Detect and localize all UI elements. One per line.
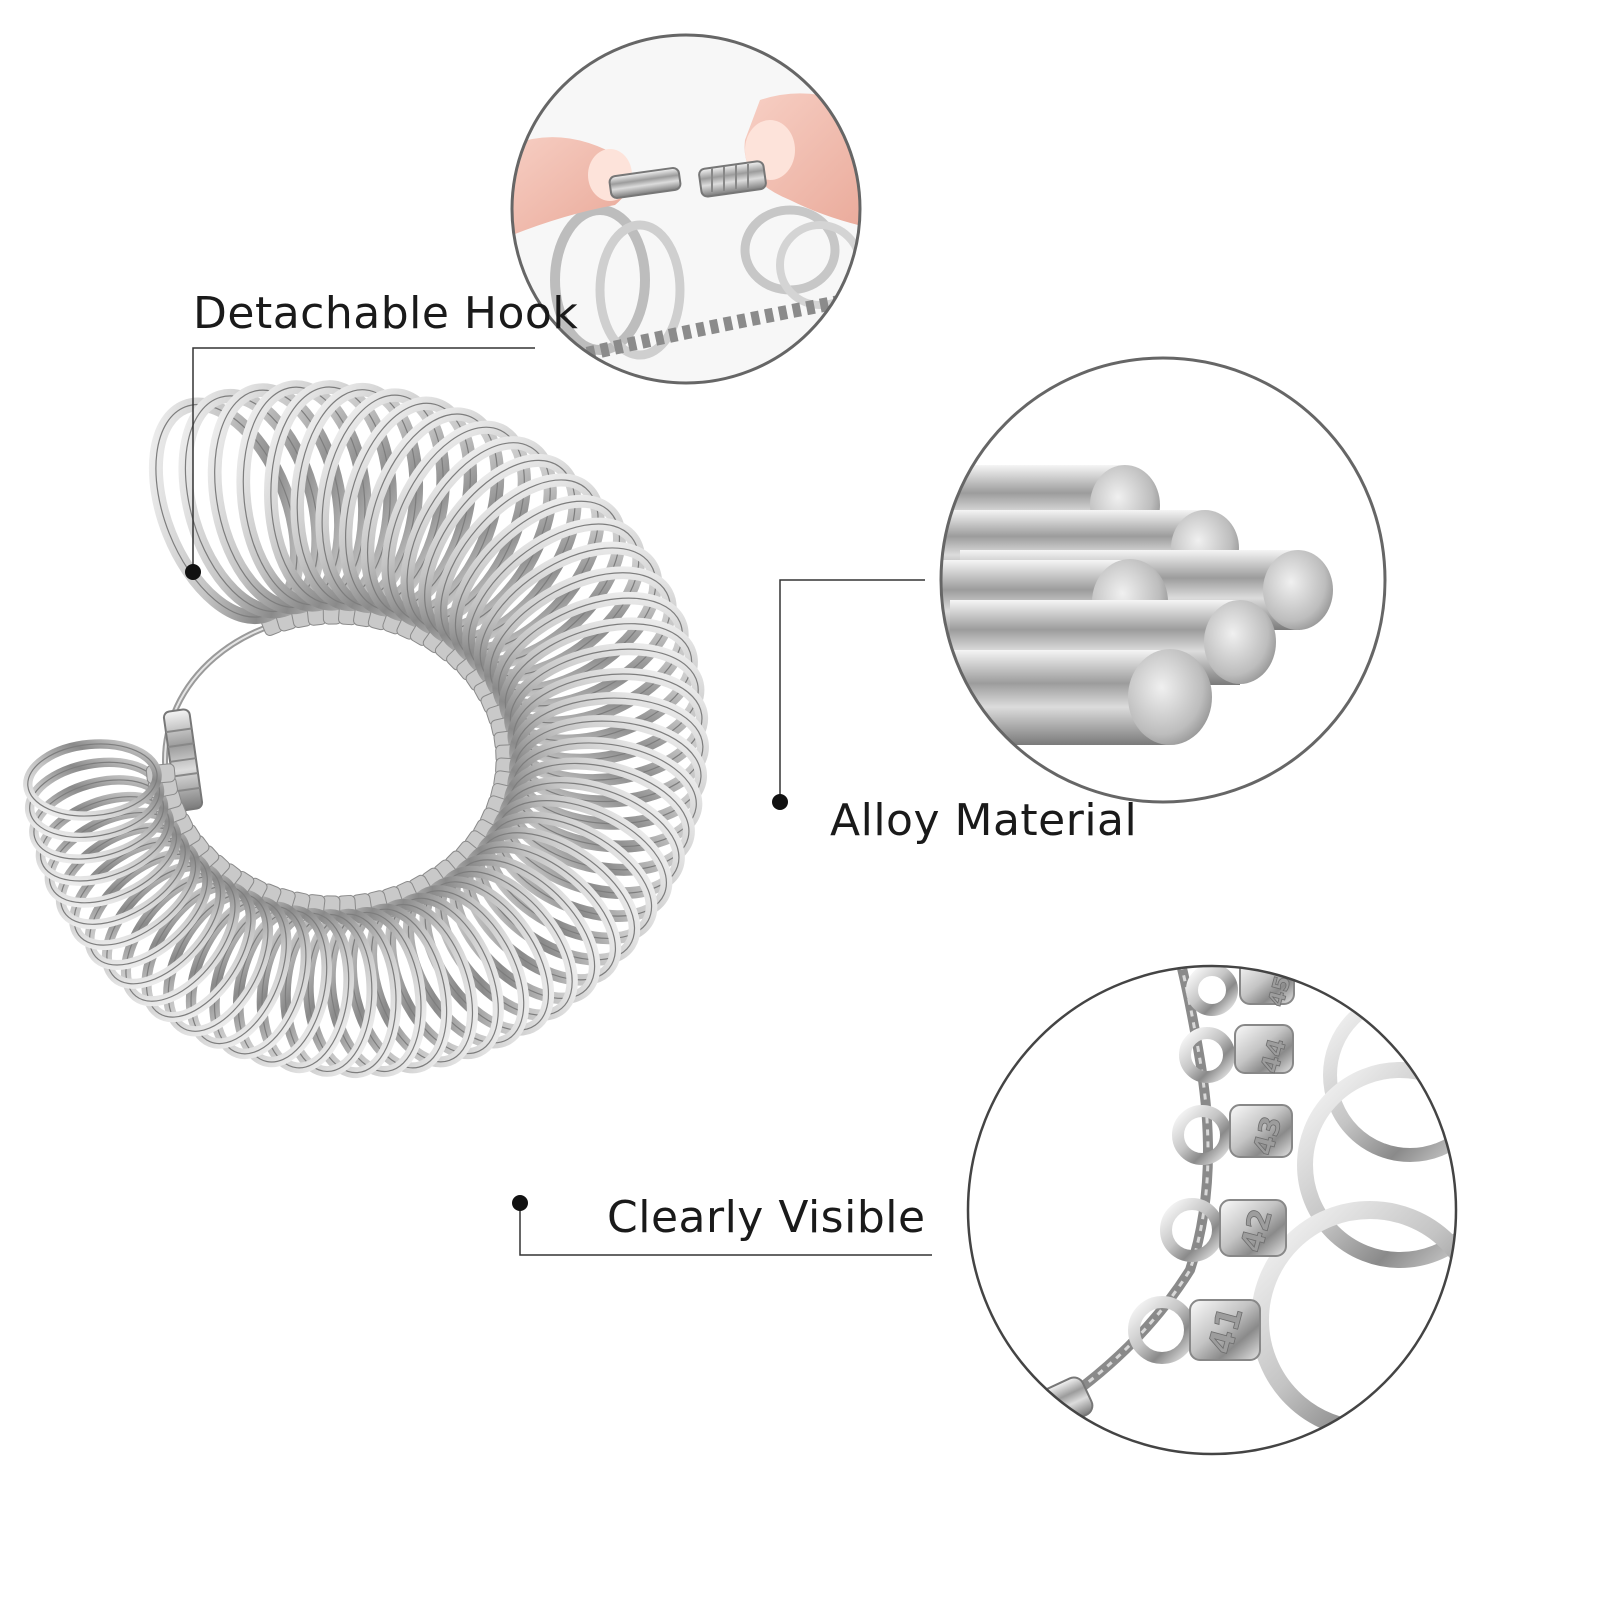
callout-detachable-hook: Detachable Hook xyxy=(193,288,579,339)
number-tag xyxy=(1219,1199,1287,1257)
tag-loop xyxy=(1172,1105,1232,1165)
sizing-ring-edge xyxy=(237,910,328,1063)
sizing-ring-edge xyxy=(33,779,165,860)
detachable-hook-photo xyxy=(510,33,862,385)
metal-rods-icon xyxy=(941,465,1333,745)
sizing-ring-edge xyxy=(29,761,161,838)
sizing-ring-edge xyxy=(27,743,158,817)
sizing-ring-edge xyxy=(125,876,236,1002)
sizing-ring-edge xyxy=(48,811,178,904)
number-tag xyxy=(1189,1299,1261,1361)
sizing-ring-edge xyxy=(73,840,197,946)
callout-alloy-material: Alloy Material xyxy=(830,795,1138,846)
tag-loop xyxy=(1160,1198,1224,1262)
tag-loop xyxy=(1186,966,1238,1016)
leader-line-alloy xyxy=(779,579,925,802)
sizing-ring-edge xyxy=(88,853,208,966)
number-tag xyxy=(1229,1104,1293,1158)
sizing-ring-edge xyxy=(190,900,287,1045)
sizing-ring-edge xyxy=(167,893,269,1032)
leader-line-visible xyxy=(519,1203,932,1256)
leader-dot-visible xyxy=(512,1195,528,1211)
sizing-ring-edge xyxy=(60,826,186,925)
leader-lines xyxy=(192,347,932,1256)
sizing-ring-edge xyxy=(261,912,350,1069)
callout-clearly-visible: Clearly Visible xyxy=(607,1192,926,1243)
ring-sizer-icon xyxy=(23,380,709,1079)
alloy-material-photo xyxy=(939,356,1387,804)
sizing-ring-edge xyxy=(213,905,307,1055)
sizing-ring-edge xyxy=(39,796,170,882)
tag-loop xyxy=(1179,1027,1235,1083)
leader-dot-hook xyxy=(185,564,201,580)
leader-dot-alloy xyxy=(772,794,788,810)
sizing-ring-edge xyxy=(106,865,222,985)
sizing-ring-edge xyxy=(145,885,252,1018)
leader-line-hook xyxy=(192,347,535,572)
number-tag xyxy=(1234,1024,1294,1074)
sizing-ring-edge xyxy=(284,913,373,1073)
